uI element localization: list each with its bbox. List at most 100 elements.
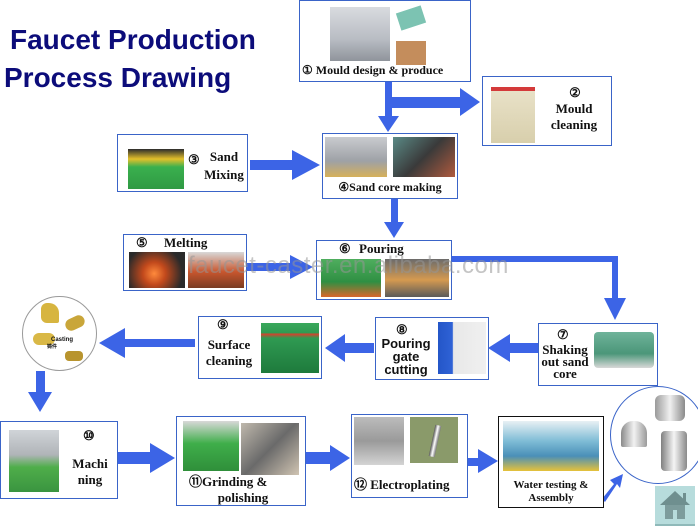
step-10-number: ⑩: [83, 428, 95, 443]
casting-part-image: [33, 333, 55, 345]
step-1-text: Mould design & produce: [315, 63, 444, 77]
step-10-label-line1: Machi: [72, 456, 108, 471]
step-6-label: Pouring: [359, 241, 404, 256]
title-line-2: Process Drawing: [4, 62, 232, 93]
assembly-label-line1: Water testing &: [513, 479, 589, 491]
band-saw-image: [438, 322, 486, 374]
step-1-number: ①: [302, 63, 313, 77]
step-5-label: Melting: [164, 235, 208, 250]
mould-plate-image: [395, 5, 427, 31]
core-machine-image: [325, 137, 387, 177]
arrow-casting-to-10: [28, 371, 52, 412]
step-3-number: ③: [188, 152, 200, 167]
step-7-number: ⑦: [557, 327, 569, 342]
arrow-7-to-8: [488, 334, 538, 362]
step-12-number: ⑫: [354, 477, 368, 492]
step-3-label-line1: Sand: [209, 149, 239, 164]
step-11-box[interactable]: ⑪Grinding & polishing: [176, 416, 306, 506]
mould-block-image: [396, 41, 426, 65]
arrow-5-to-6: [247, 255, 313, 279]
step-10-box[interactable]: ⑩ Machi ning: [0, 421, 118, 499]
home-icon: [660, 491, 690, 519]
step-8-box[interactable]: ⑧ Pouring gate cutting: [375, 317, 489, 380]
arrow-9-to-casting: [99, 328, 195, 358]
step-4-text: Sand core making: [349, 180, 442, 194]
step-4-label: ④Sand core making: [323, 180, 457, 195]
arrow-8-to-9: [325, 334, 374, 362]
casting-part-image: [63, 313, 87, 333]
step-12-text: Electroplating: [370, 477, 450, 492]
assembly-box[interactable]: Water testing & Assembly: [498, 416, 604, 508]
title-line-1: Faucet Production: [10, 24, 256, 55]
milling-machine-image: [9, 430, 59, 492]
step-9-number: ⑨: [217, 317, 229, 332]
step-6-box[interactable]: ⑥ Pouring: [316, 240, 452, 300]
polishing-worker-image: [241, 423, 299, 475]
step-3-box[interactable]: ③ Sand Mixing: [117, 134, 248, 192]
step-2-label-line2: cleaning: [550, 117, 598, 132]
arrow-1-to-4: [378, 82, 399, 132]
step-3-label-line2: Mixing: [204, 167, 244, 182]
arrow-assembly-to-products: [602, 474, 623, 502]
sensor-faucet-image: [621, 421, 647, 447]
arrow-10-to-11: [118, 443, 175, 473]
step-9-box[interactable]: ⑨ Surface cleaning: [198, 316, 322, 379]
casting-part-image: [41, 303, 59, 323]
step-7-box[interactable]: ⑦ Shaking out sand core: [538, 323, 658, 386]
casting-label-en: Casting: [51, 337, 74, 343]
step-6-number: ⑥: [339, 241, 351, 256]
step-7-label-line1: Shaking: [542, 342, 588, 357]
step-8-label-line3: cutting: [384, 362, 428, 377]
step-8-label-line2: gate: [392, 349, 420, 364]
arrow-1-to-2: [392, 88, 480, 116]
arrow-11-to-12: [302, 445, 350, 471]
arrow-3-to-4: [250, 150, 320, 180]
molten-metal-image: [188, 252, 244, 288]
step-9-label-line2: cleaning: [205, 353, 253, 368]
step-10-label-line2: ning: [77, 472, 103, 487]
assembly-line-image: [503, 421, 599, 471]
step-12-box[interactable]: ⑫ Electroplating: [351, 414, 468, 498]
step-2-label-line1: Mould: [555, 101, 593, 116]
step-4-box[interactable]: ④Sand core making: [322, 133, 458, 199]
furnace-image: [129, 252, 185, 288]
step-8-number: ⑧: [396, 322, 408, 337]
arrow-4-to-6: [384, 199, 404, 238]
plating-tanks-image: [354, 417, 404, 465]
step-11-label-line1: ⑪Grinding &: [189, 474, 267, 489]
assembly-label-line2: Assembly: [528, 492, 574, 504]
watermark-text: faucet-caster.en.alibaba.com: [188, 252, 509, 279]
core-workshop-image: [393, 137, 455, 177]
step-7-label-line2: out sand: [541, 354, 589, 369]
step-1-box[interactable]: ① Mould design & produce: [299, 0, 471, 82]
step-5-box[interactable]: ⑤ Melting: [123, 234, 247, 291]
drum-shaker-image: [594, 332, 654, 368]
step-11-text: Grinding &: [202, 474, 268, 489]
casting-circle: Casting 铸件: [22, 296, 97, 371]
step-2-box[interactable]: ② Mould cleaning: [482, 76, 612, 146]
step-5-number: ⑤: [136, 235, 148, 250]
home-button[interactable]: [655, 486, 695, 526]
step-1-label: ① Mould design & produce: [302, 63, 443, 78]
cnc-machine-image: [330, 7, 390, 61]
step-11-label-line2: polishing: [217, 490, 269, 505]
sandblasting-cabinet-image: [491, 87, 535, 143]
step-11-number: ⑪: [189, 474, 203, 489]
arrow-12-to-assembly: [468, 449, 498, 473]
sand-mixer-image: [128, 149, 184, 189]
step-2-number: ②: [569, 85, 581, 100]
step-8-label-line1: Pouring: [381, 336, 431, 351]
step-7-label-line3: core: [553, 366, 577, 381]
casting-label-cn: 铸件: [47, 344, 58, 350]
grinding-machine-image: [183, 421, 239, 471]
shot-blast-machine-image: [261, 323, 319, 373]
step-12-label: ⑫ Electroplating: [354, 477, 449, 492]
step-4-number: ④: [338, 180, 350, 194]
products-circle: [610, 386, 698, 484]
basin-faucet-image: [655, 395, 685, 421]
plated-faucet-image: [410, 417, 458, 463]
pouring-machine-image: [321, 259, 381, 297]
step-9-label-line1: Surface: [207, 337, 251, 352]
